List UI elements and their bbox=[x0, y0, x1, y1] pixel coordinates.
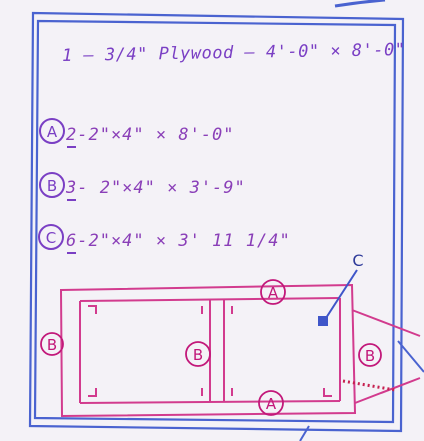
label-ring-bottom bbox=[258, 390, 284, 416]
marker-c bbox=[38, 224, 64, 250]
right-edge-stroke-upper bbox=[351, 309, 421, 337]
diagram-label-left: B bbox=[47, 336, 57, 354]
label-ring-left bbox=[40, 332, 64, 356]
dimension-dashes bbox=[342, 379, 396, 392]
inner-border bbox=[33, 19, 397, 424]
border-frame bbox=[28, 0, 405, 433]
cut-list-item-c: 6-2"×4" × 3' 11 1/4" bbox=[66, 231, 291, 251]
corner-block-c bbox=[318, 316, 328, 326]
diagram-label-middle: B bbox=[193, 346, 203, 364]
marker-a bbox=[39, 118, 65, 144]
marker-b-letter: B bbox=[47, 177, 57, 195]
frame-outer bbox=[59, 283, 357, 418]
label-ring-middle bbox=[185, 341, 211, 367]
right-pen-stroke bbox=[397, 340, 424, 373]
cut-list-item-a: 2-2"×4" × 8'-0" bbox=[66, 125, 235, 145]
leader-c bbox=[325, 269, 358, 319]
corner-blocks bbox=[88, 305, 332, 397]
right-edge-stroke-lower bbox=[354, 377, 421, 404]
marker-c-letter: C bbox=[46, 229, 56, 247]
label-ring-right bbox=[358, 343, 382, 367]
outer-border bbox=[28, 11, 405, 433]
item-markers bbox=[38, 118, 65, 250]
marker-a-letter: A bbox=[47, 123, 58, 141]
diagram-label-right: B bbox=[365, 347, 375, 365]
cut-list-item-b: 3- 2"×4" × 3'-9" bbox=[66, 178, 246, 198]
diagram-label-rings bbox=[40, 279, 382, 416]
label-ring-top bbox=[260, 279, 286, 305]
diagram-label-bottom: A bbox=[266, 395, 277, 413]
marker-b bbox=[39, 172, 65, 198]
corner-pen-stroke bbox=[334, 0, 386, 8]
diagram-label-top: A bbox=[268, 284, 279, 302]
diagram-label-corner: C bbox=[352, 251, 363, 270]
bottom-pen-stroke bbox=[299, 425, 310, 441]
quantity-underlines bbox=[67, 146, 76, 254]
